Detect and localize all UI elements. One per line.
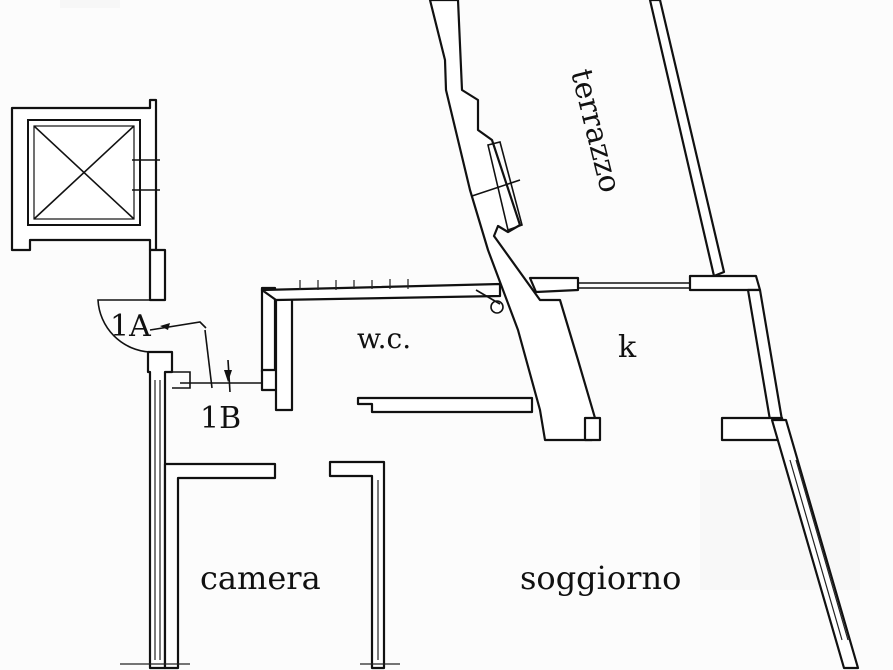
- entry-label-1b: 1B: [200, 401, 241, 436]
- door-1b-marks: [180, 329, 262, 393]
- wc-bottom-wall: [356, 396, 534, 414]
- diagonal-central-wall: [428, 0, 597, 442]
- wc-top-wall: [260, 279, 502, 302]
- right-exterior-wall: [770, 418, 860, 670]
- lift-shaft: [10, 98, 160, 252]
- entry-label-1a: 1A: [110, 309, 151, 344]
- terrazzo-right-wall: [648, 0, 726, 278]
- door-1a-swing: [97, 299, 207, 353]
- room-label-kitchen: k: [618, 330, 637, 365]
- kitchen-opening: [583, 416, 788, 442]
- room-label-wc: w.c.: [357, 322, 411, 355]
- camera-soggiorno-partition: [163, 460, 386, 670]
- room-label-camera: camera: [200, 559, 321, 597]
- room-label-soggiorno: soggiorno: [520, 559, 681, 597]
